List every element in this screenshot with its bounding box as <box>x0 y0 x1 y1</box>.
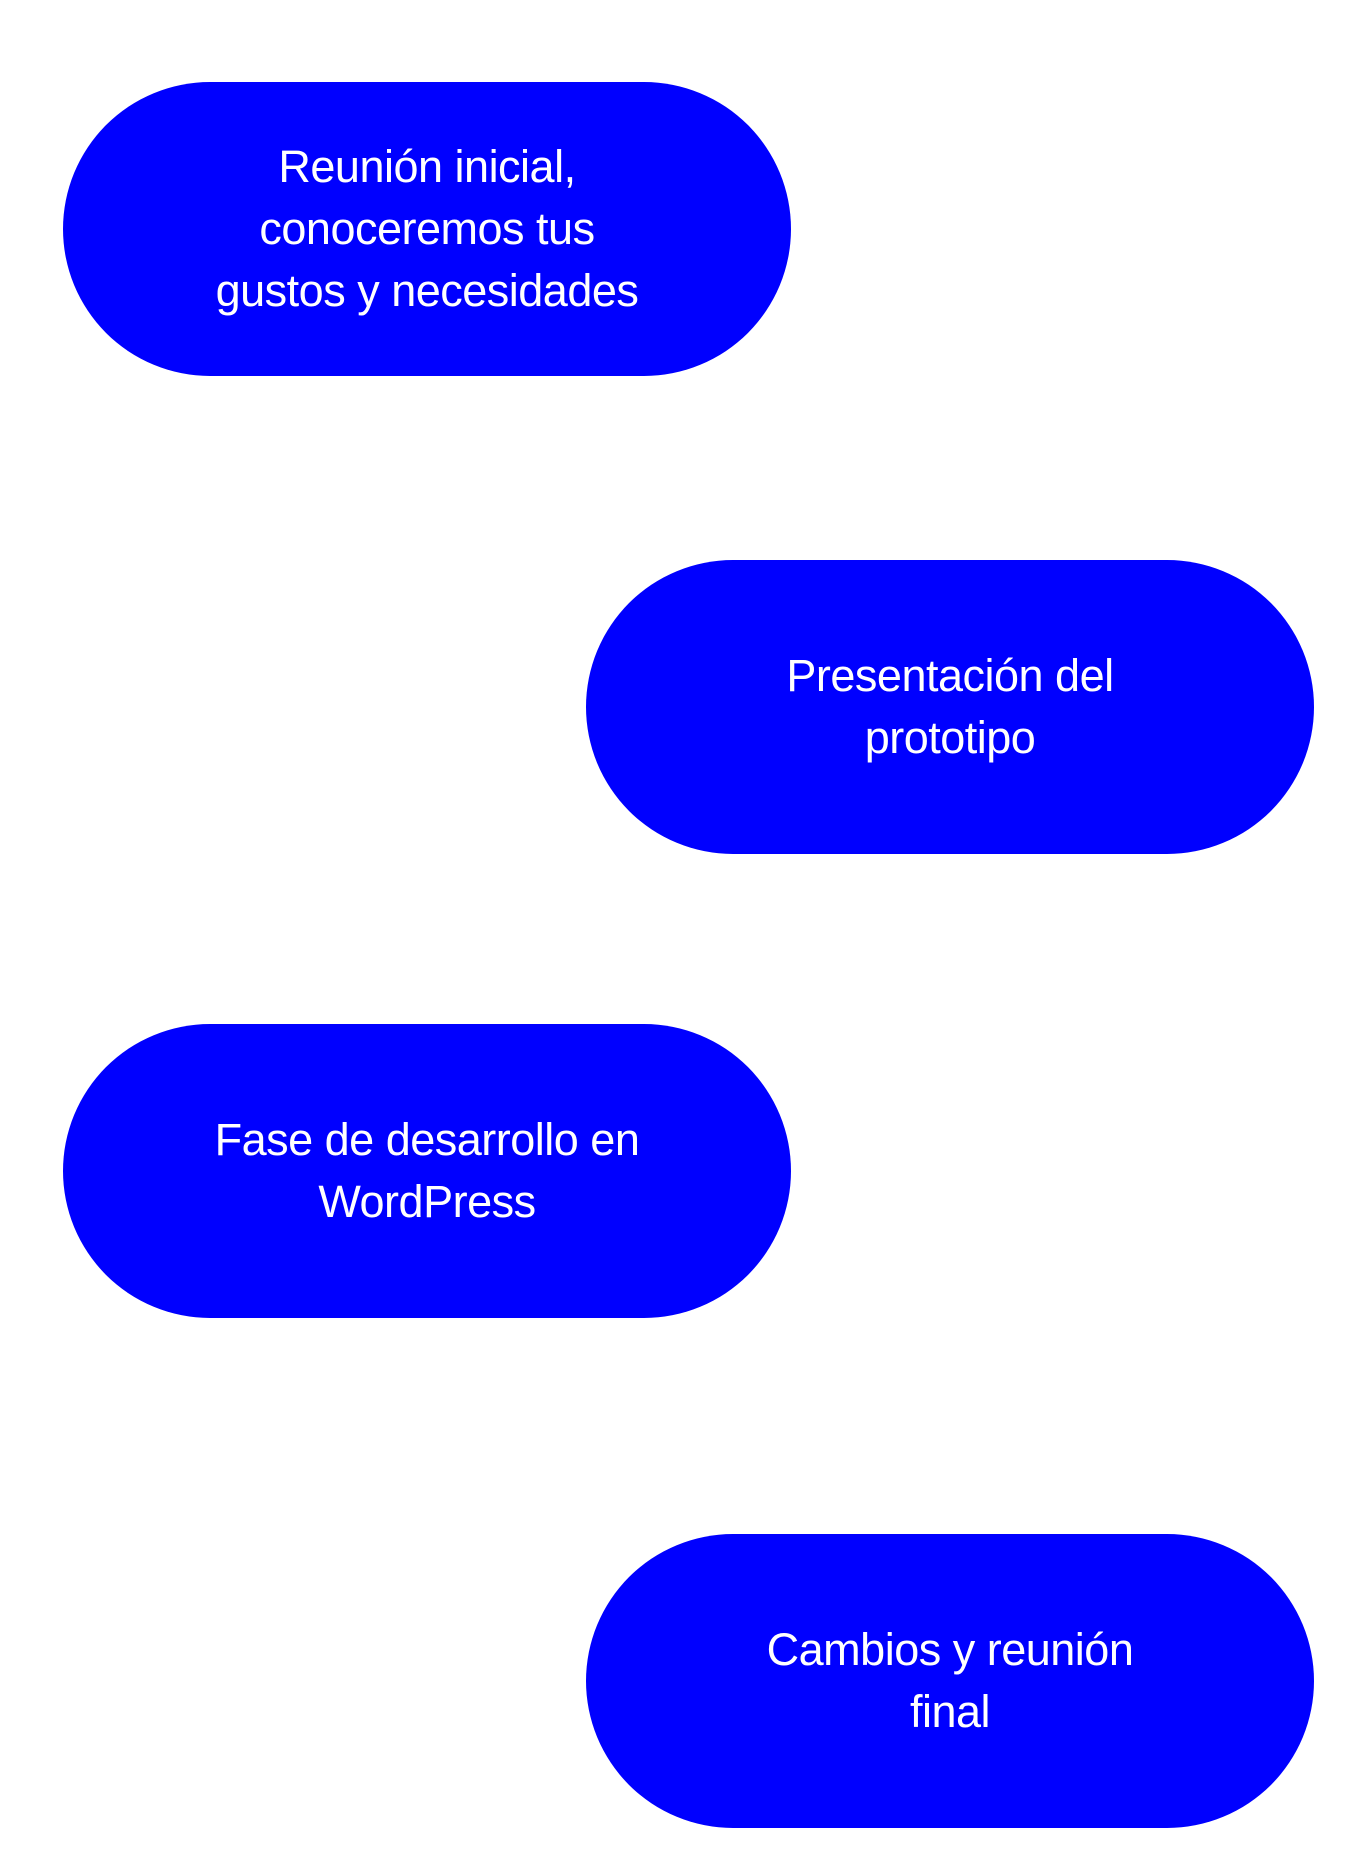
step-reunion-inicial: Reunión inicial, conoceremos tus gustos … <box>63 82 791 376</box>
step-label: Fase de desarrollo en WordPress <box>214 1114 640 1227</box>
step-label: Cambios y reunión final <box>766 1624 1134 1737</box>
step-label: Presentación del prototipo <box>786 650 1114 763</box>
step-cambios-reunion-final: Cambios y reunión final <box>586 1534 1314 1828</box>
step-fase-desarrollo: Fase de desarrollo en WordPress <box>63 1024 791 1318</box>
step-label: Reunión inicial, conoceremos tus gustos … <box>215 141 639 316</box>
step-presentacion-prototipo: Presentación del prototipo <box>586 560 1314 854</box>
